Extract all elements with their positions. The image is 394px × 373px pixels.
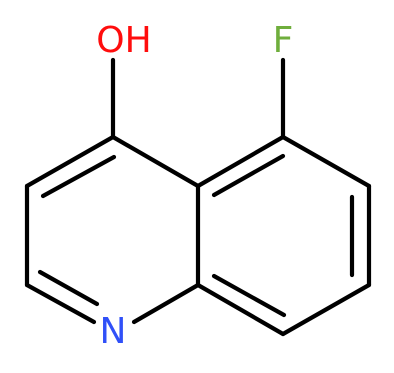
nitrogen-label: N [100,311,127,352]
bond-c4a-c5 [195,134,286,189]
hydroxyl-label: OH [96,20,151,61]
bond-c7-c8 [280,282,372,337]
bond-c3-c4-inner [40,154,117,199]
bond-c4-c4a [110,134,201,189]
bond-c5-c6 [280,134,372,189]
bond-n1-c2 [24,282,97,325]
bond-c8-c8a [195,282,286,337]
bond-n1-c2-inner [37,269,100,307]
bond-c4a-c5-inner [211,153,286,198]
bond-c8-c8a-inner [211,273,287,318]
bond-c3-c4 [24,134,116,189]
bond-c8a-n1 [131,282,201,325]
fluorine-label: F [273,20,294,61]
